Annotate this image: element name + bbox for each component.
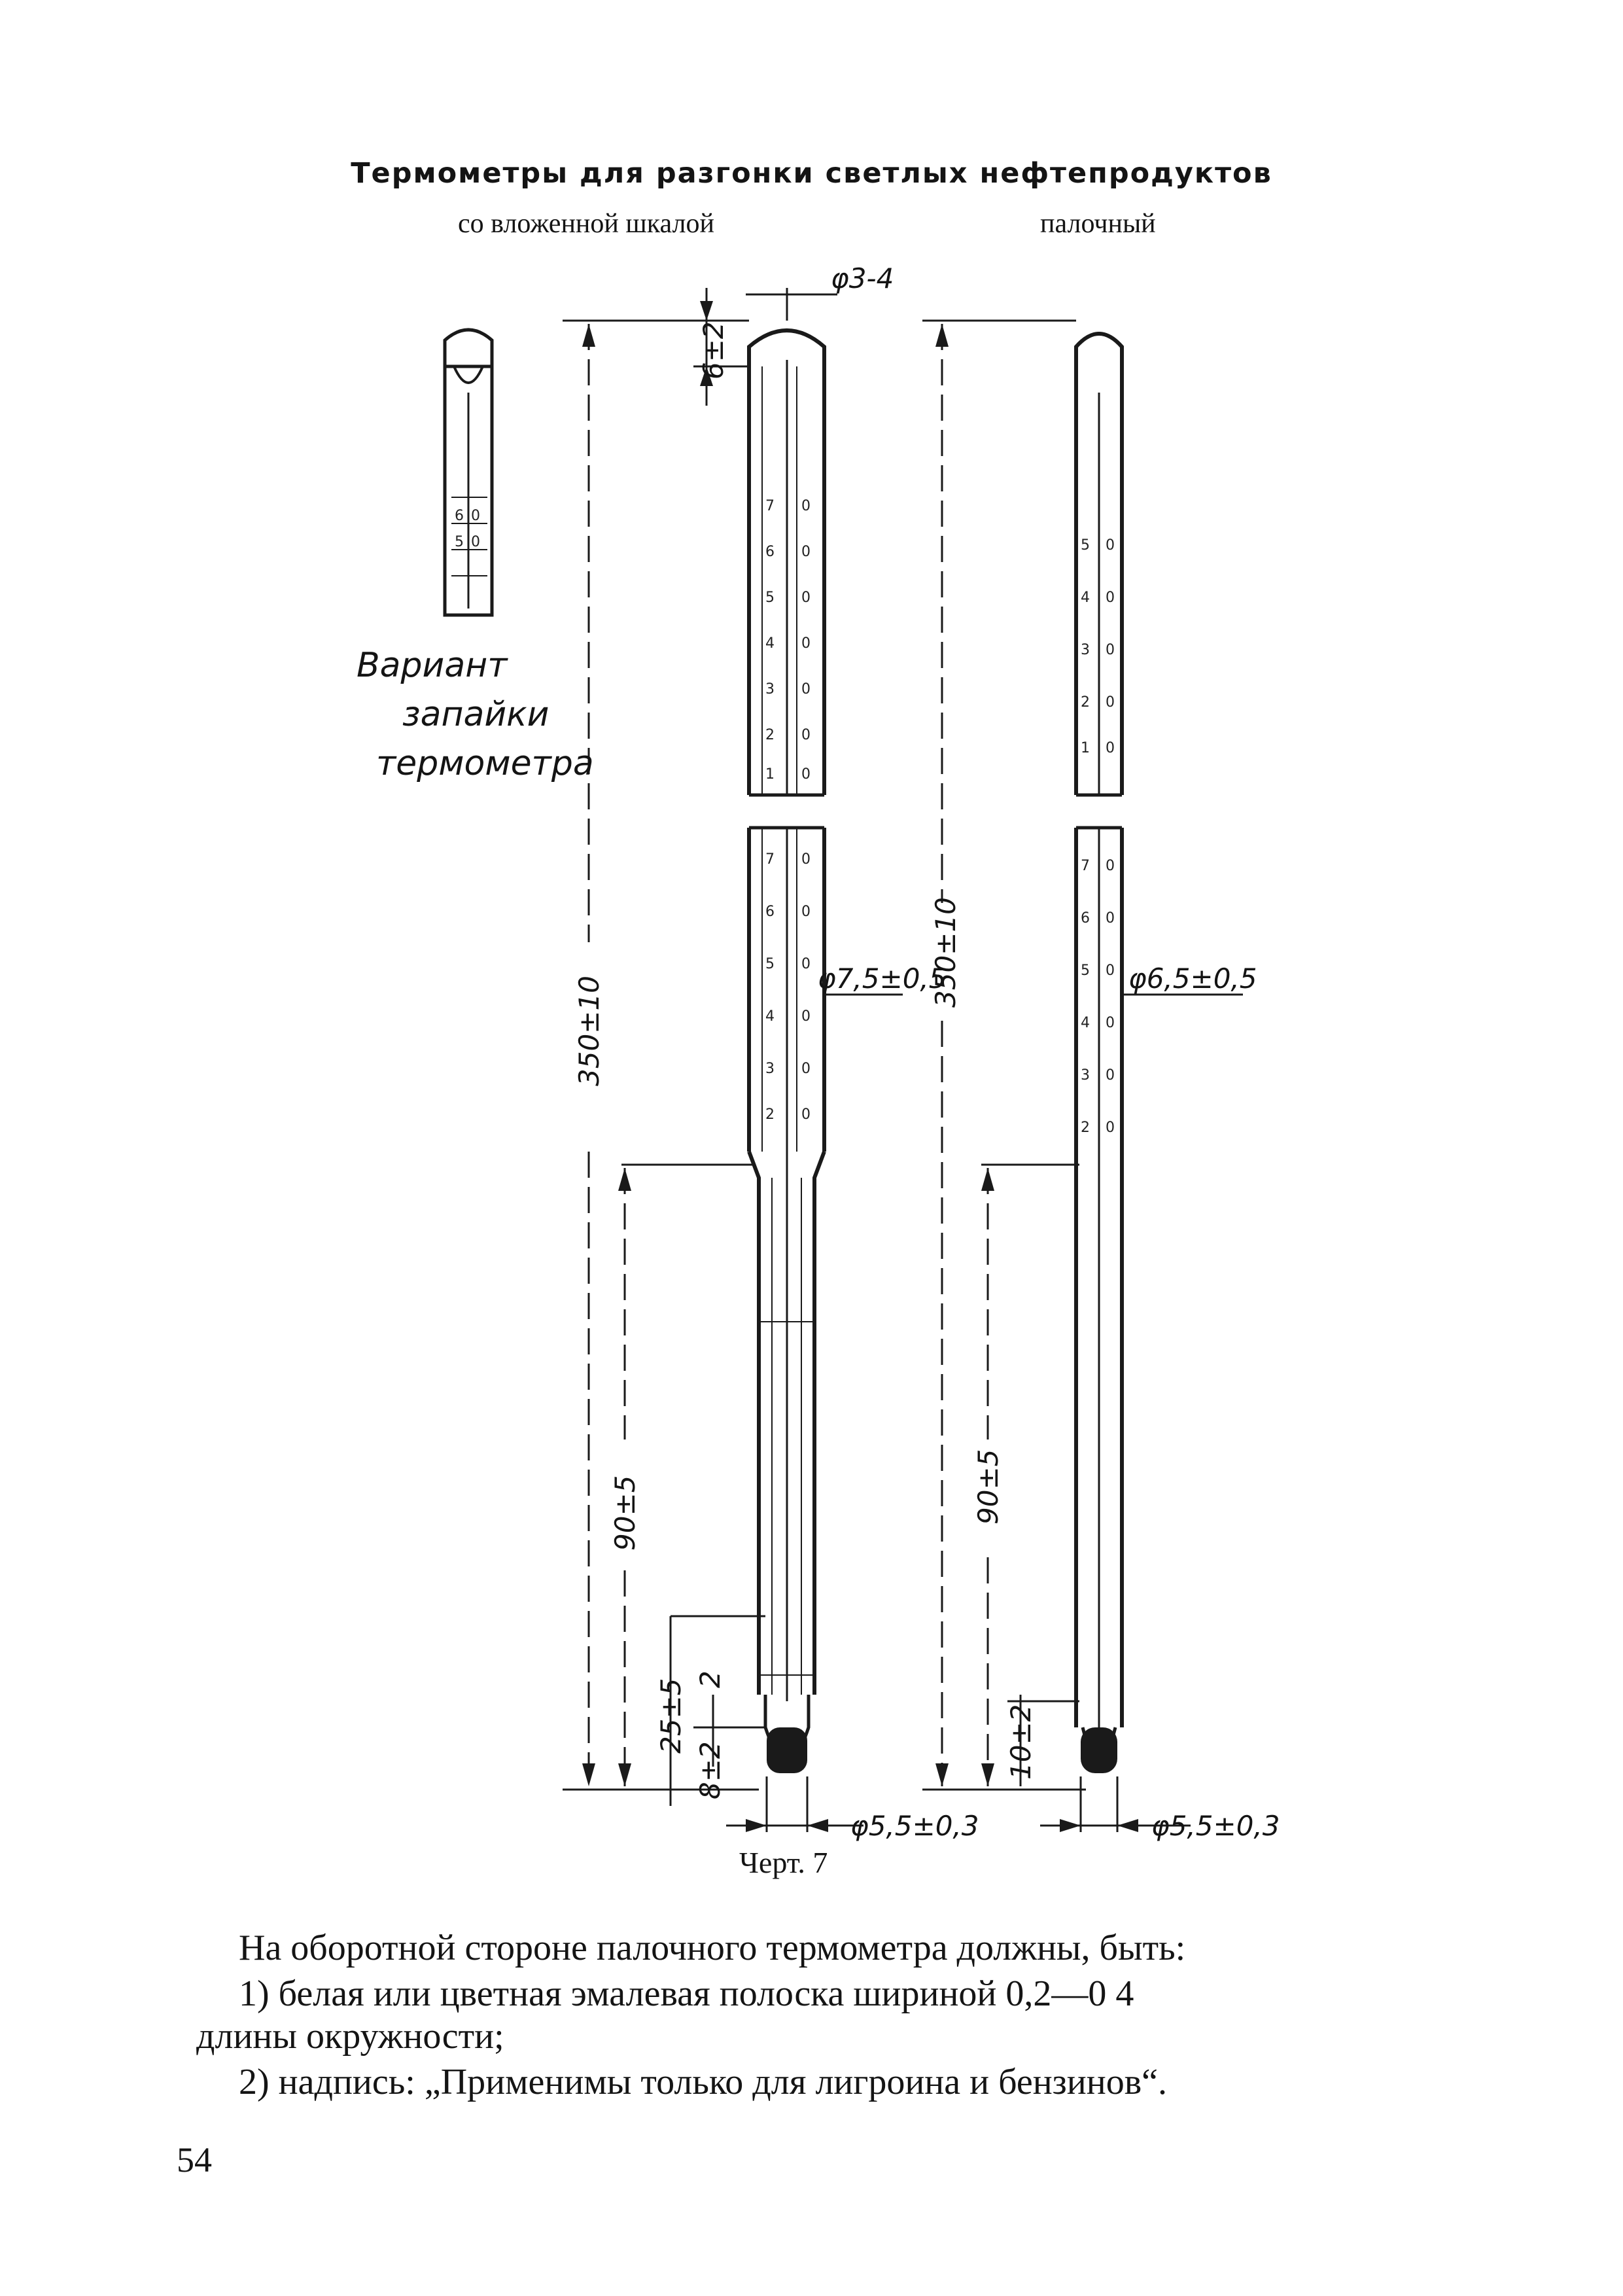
svg-text:0: 0 [1106, 642, 1115, 658]
svg-text:0: 0 [801, 851, 811, 868]
svg-text:4: 4 [765, 1008, 775, 1025]
dim-immersion-left: 90±5 [609, 1475, 641, 1551]
variant-label-line-2: запайки [402, 695, 550, 734]
dim-bulb-dia-left: φ5,5±0,3 [850, 1810, 979, 1842]
dim-length-left: 350±10 [573, 976, 605, 1086]
svg-text:5: 5 [1081, 963, 1090, 979]
svg-text:1: 1 [1081, 740, 1090, 756]
dim-immersion-right: 90±5 [972, 1449, 1004, 1525]
svg-text:0: 0 [1106, 858, 1115, 874]
page-number: 54 [177, 2140, 212, 2180]
subtitle-stick-thermometer: палочный [1040, 209, 1156, 239]
svg-text:2: 2 [765, 727, 775, 743]
dim-bulb-height-right: 10±2 [1005, 1704, 1037, 1780]
svg-text:5: 5 [455, 534, 464, 550]
svg-text:0: 0 [1106, 537, 1115, 554]
sealing-variant-sketch [443, 328, 494, 617]
left-bulb [767, 1727, 807, 1773]
svg-text:0: 0 [471, 534, 480, 550]
svg-text:6: 6 [1081, 910, 1090, 927]
svg-text:0: 0 [1106, 963, 1115, 979]
subtitle-embedded-scale: со вложенной шкалой [458, 209, 714, 239]
svg-text:6: 6 [765, 904, 775, 920]
svg-text:0: 0 [1106, 694, 1115, 711]
svg-text:3: 3 [1081, 642, 1090, 658]
svg-text:0: 0 [801, 635, 811, 652]
dim-top-dia: φ3-4 [831, 262, 894, 294]
svg-text:0: 0 [801, 498, 811, 514]
svg-text:0: 0 [801, 681, 811, 698]
svg-text:0: 0 [801, 766, 811, 783]
dim-length-right: 350±10 [930, 897, 962, 1008]
svg-text:7: 7 [765, 851, 775, 868]
note-line-4: 2) надпись: „Применимы только для лигрои… [239, 2062, 1168, 2102]
variant-label-line-3: термометра [376, 744, 594, 783]
svg-text:5: 5 [1081, 537, 1090, 554]
svg-text:2: 2 [1081, 694, 1090, 711]
svg-text:4: 4 [1081, 1015, 1090, 1031]
svg-text:5: 5 [765, 590, 775, 606]
svg-text:2: 2 [765, 1106, 775, 1123]
svg-text:3: 3 [765, 681, 775, 698]
svg-text:3: 3 [765, 1061, 775, 1077]
note-line-1: На оборотной стороне палочного термометр… [239, 1928, 1186, 1968]
variant-label-line-1: Вариант [357, 646, 508, 685]
svg-text:0: 0 [801, 1106, 811, 1123]
dim-dia-left: φ7,5±0,5 [818, 963, 947, 995]
svg-text:7: 7 [765, 498, 775, 514]
svg-text:0: 0 [801, 956, 811, 972]
dim-bulb-dia-right: φ5,5±0,3 [1151, 1810, 1280, 1842]
svg-text:0: 0 [801, 1061, 811, 1077]
left-thermometer [747, 328, 826, 1762]
figure-caption: Черт. 7 [739, 1846, 828, 1879]
svg-text:5: 5 [765, 956, 775, 972]
svg-text:6: 6 [455, 508, 464, 524]
right-thermometer [1074, 332, 1124, 1762]
svg-text:4: 4 [765, 635, 775, 652]
svg-text:0: 0 [801, 904, 811, 920]
svg-text:4: 4 [1081, 590, 1090, 606]
svg-text:0: 0 [1106, 590, 1115, 606]
svg-text:0: 0 [801, 544, 811, 560]
svg-text:0: 0 [1106, 1067, 1115, 1084]
svg-text:0: 0 [1106, 1015, 1115, 1031]
svg-text:0: 0 [471, 508, 480, 524]
dim-bulb-gap-left: 2 [694, 1670, 726, 1688]
svg-text:3: 3 [1081, 1067, 1090, 1084]
right-bulb [1081, 1727, 1117, 1773]
figure-title: Термометры для разгонки светлых нефтепро… [351, 157, 1272, 190]
dim-bulb-height-left: 8±2 [694, 1741, 726, 1799]
svg-text:7: 7 [1081, 858, 1090, 874]
svg-text:0: 0 [1106, 910, 1115, 927]
svg-text:6: 6 [765, 544, 775, 560]
svg-text:0: 0 [801, 590, 811, 606]
svg-text:1: 1 [765, 766, 775, 783]
note-line-2: 1) белая или цветная эмалевая полоска ши… [239, 1973, 1134, 2014]
svg-text:2: 2 [1081, 1120, 1090, 1136]
svg-text:0: 0 [801, 1008, 811, 1025]
dim-bulb-length-left: 25±5 [655, 1678, 687, 1754]
dim-dia-right: φ6,5±0,5 [1128, 963, 1257, 995]
svg-text:0: 0 [801, 727, 811, 743]
note-line-3: длины окружности; [196, 2016, 504, 2057]
svg-text:0: 0 [1106, 1120, 1115, 1136]
svg-text:0: 0 [1106, 740, 1115, 756]
dim-cap-height: 6±2 [697, 321, 729, 380]
